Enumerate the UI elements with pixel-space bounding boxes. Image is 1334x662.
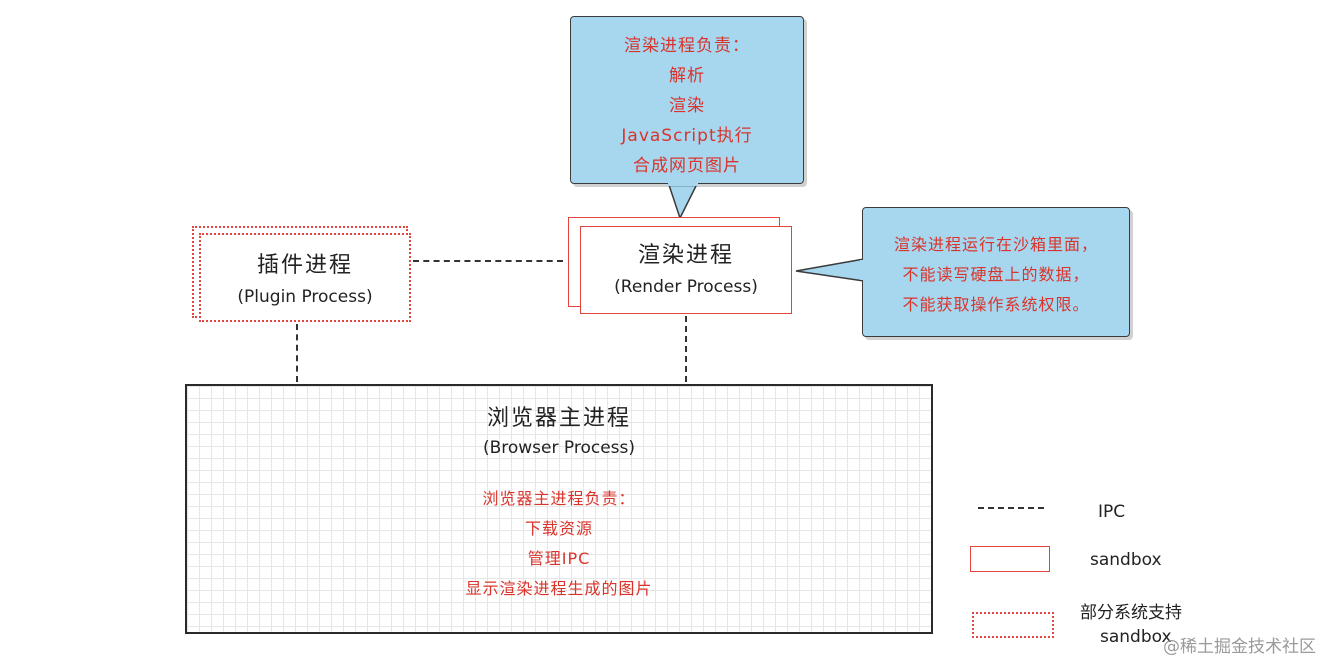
watermark: @稀土掘金技术社区: [1163, 637, 1316, 657]
ipc-connector-plugin-browser: [296, 324, 298, 382]
plugin-process-subtitle: (Plugin Process): [237, 287, 373, 307]
legend-sandbox-label: sandbox: [1090, 550, 1162, 570]
browser-resp-line: 下载资源: [524, 519, 593, 538]
render-process-box: 渲染进程 (Render Process): [580, 226, 792, 314]
render-callout-line: 渲染: [669, 96, 705, 116]
render-process-title: 渲染进程: [637, 243, 734, 268]
plugin-process-title: 插件进程: [256, 253, 353, 278]
render-callout-line: 合成网页图片: [633, 156, 741, 176]
render-callout-pointer: [666, 181, 700, 220]
sandbox-callout-pointer-cover: [860, 260, 866, 280]
browser-process-box: 浏览器主进程 (Browser Process) 浏览器主进程负责： 下载资源 …: [185, 384, 933, 634]
legend-partial-sandbox-swatch: [972, 612, 1054, 638]
browser-resp-line: 管理IPC: [527, 549, 591, 568]
render-process-subtitle: (Render Process): [614, 277, 758, 297]
sandbox-callout-line: 不能读写硬盘上的数据，: [902, 265, 1090, 284]
sandbox-callout-pointer: [795, 258, 865, 282]
legend-ipc-label: IPC: [1098, 502, 1126, 522]
render-callout-line: 渲染进程负责：: [624, 36, 750, 56]
browser-responsibilities: 浏览器主进程负责： 下载资源 管理IPC 显示渲染进程生成的图片: [187, 484, 931, 604]
sandbox-note-callout: 渲染进程运行在沙箱里面， 不能读写硬盘上的数据， 不能获取操作系统权限。: [862, 207, 1130, 337]
render-responsibilities-callout: 渲染进程负责： 解析 渲染 JavaScript执行 合成网页图片: [570, 16, 804, 184]
sandbox-callout-line: 渲染进程运行在沙箱里面，: [893, 235, 1098, 254]
render-callout-line: JavaScript执行: [621, 126, 753, 146]
legend-sandbox-swatch: [970, 546, 1050, 572]
browser-resp-line: 显示渲染进程生成的图片: [465, 579, 653, 598]
legend-partial-sandbox-label-line1: 部分系统支持: [1080, 603, 1182, 623]
legend-partial-sandbox-label-line2: sandbox: [1100, 627, 1172, 647]
browser-process-subtitle: (Browser Process): [482, 438, 636, 458]
sandbox-callout-line: 不能获取操作系统权限。: [902, 295, 1090, 314]
ipc-connector-plugin-render: [413, 260, 563, 262]
render-callout-pointer-cover: [668, 180, 698, 186]
browser-resp-line: 浏览器主进程负责：: [482, 489, 636, 508]
render-callout-line: 解析: [669, 66, 705, 86]
browser-process-title: 浏览器主进程: [486, 406, 631, 431]
plugin-process-box: 插件进程 (Plugin Process): [199, 233, 411, 322]
ipc-connector-render-browser: [685, 316, 687, 382]
legend-ipc-swatch: [978, 507, 1044, 509]
